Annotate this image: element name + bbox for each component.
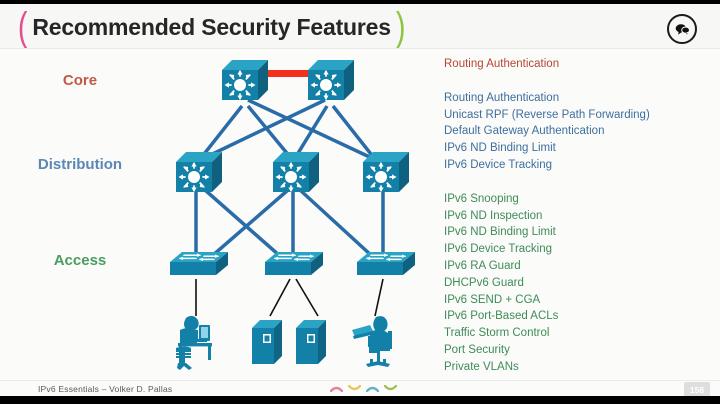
distribution-switch-2[interactable] [272,151,320,193]
page-title: ( Recommended Security Features ) [16,5,407,49]
link-group-distribution-access [194,188,385,258]
slide-canvas: ( Recommended Security Features ) Core D… [0,4,720,396]
arc-yellow-icon [348,385,361,391]
feature-item: Traffic Storm Control [444,327,550,340]
tier-label-distribution: Distribution [37,156,123,173]
feature-item: IPv6 Device Tracking [444,243,553,256]
feature-group-core: Routing Authentication [444,56,710,73]
workstation-user[interactable] [176,315,212,370]
letterbox-bottom [0,396,720,404]
feature-item: IPv6 ND Binding Limit [444,142,556,155]
feature-item: IPv6 RA Guard [444,259,521,272]
access-switch-2[interactable] [264,251,324,276]
access-switch-1[interactable] [169,251,229,276]
server-rack-1[interactable] [252,320,282,364]
page-title-text: Recommended Security Features [32,13,391,40]
feature-item: Default Gateway Authentication [444,125,605,138]
laptop-user[interactable] [352,316,392,367]
feature-item: IPv6 ND Binding Limit [444,226,556,239]
title-close-paren: ) [395,5,406,49]
footer-arc-decorations [330,385,397,392]
tier-label-core: Core [62,72,98,89]
header-divider [0,48,720,49]
feature-item: IPv6 ND Inspection [444,209,543,222]
core-switch-1[interactable] [221,59,269,101]
title-open-paren: ( [17,5,28,49]
page-number-badge: 158 [684,382,710,396]
server-rack-2[interactable] [296,320,326,364]
arc-pink-icon [330,386,343,392]
feature-item: IPv6 SEND + CGA [444,293,541,306]
arc-teal-icon [366,386,379,392]
feature-item: IPv6 Port-Based ACLs [444,310,559,323]
speech-bubbles-icon [675,23,690,36]
feature-item: Unicast RPF (Reverse Path Forwarding) [444,108,650,121]
feature-item: IPv6 Snooping [444,192,519,205]
core-red-link [253,70,325,77]
feature-item: IPv6 Device Tracking [444,158,553,171]
feature-group-distribution: Routing Authentication Unicast RPF (Reve… [444,90,710,174]
slide-header: ( Recommended Security Features ) [0,4,720,48]
feature-item: Port Security [444,343,510,356]
tier-label-access: Access [53,252,107,269]
core-switch-2[interactable] [307,59,355,101]
arc-green-icon [384,385,397,391]
distribution-switch-1[interactable] [175,151,223,193]
distribution-switch-3[interactable] [362,151,410,193]
slide-footer: IPv6 Essentials – Volker D. Pallas 158 [0,380,720,396]
feature-item: Routing Authentication [444,91,560,104]
footer-attribution: IPv6 Essentials – Volker D. Pallas [38,384,173,394]
feature-item: Routing Authentication [444,58,560,70]
letterbox-top [0,0,720,4]
feature-item: DHCPv6 Guard [444,276,524,289]
feature-group-access: IPv6 Snooping IPv6 ND Inspection IPv6 ND… [444,191,710,376]
access-switch-3[interactable] [356,251,416,276]
security-features-list: Routing Authentication Routing Authentic… [444,56,710,393]
comments-button[interactable] [667,14,697,44]
feature-item: Private VLANs [444,360,519,373]
network-topology-diagram [0,48,430,396]
link-group-access-endpoints [195,278,384,317]
